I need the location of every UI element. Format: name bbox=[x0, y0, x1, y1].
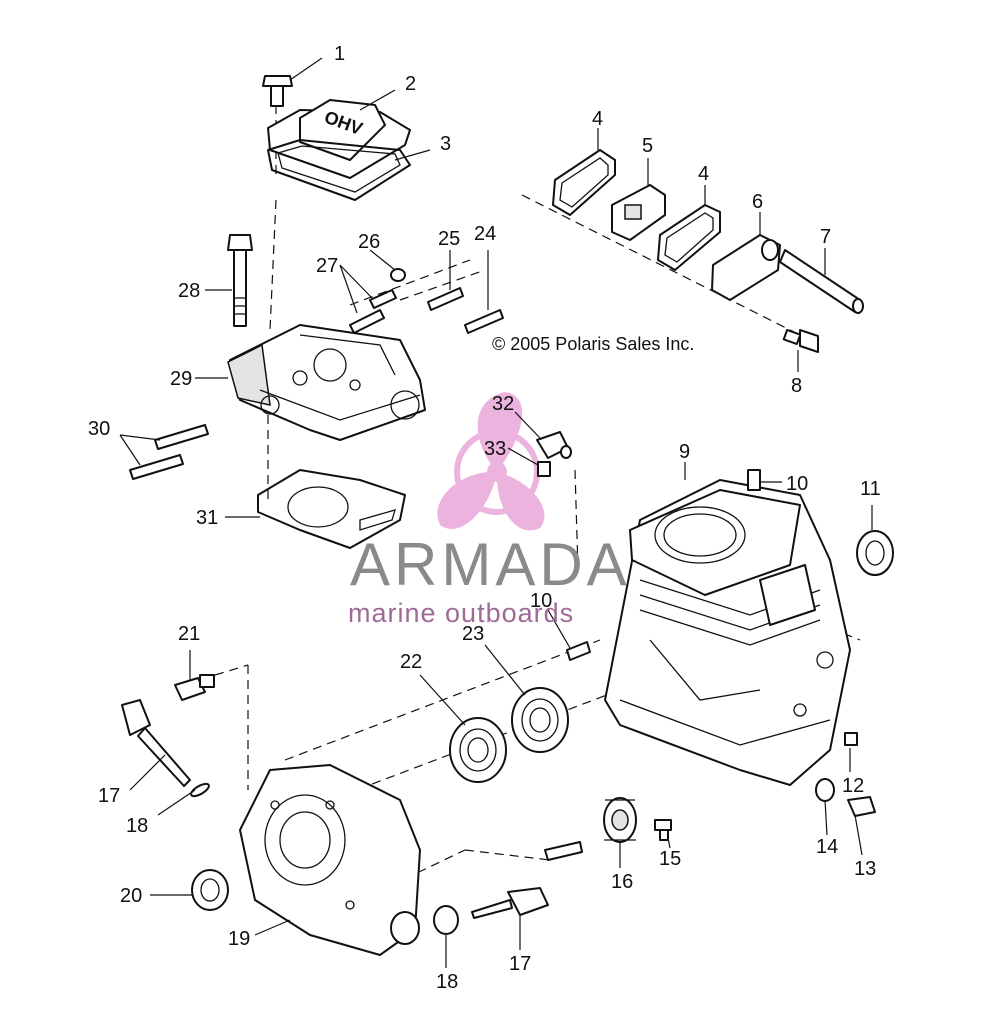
watermark-logo bbox=[437, 392, 545, 531]
part-21-plug bbox=[174, 674, 215, 701]
callout-6: 6 bbox=[752, 191, 763, 213]
watermark-tagline: marine outboards bbox=[348, 598, 574, 628]
part-8-bolt bbox=[782, 328, 819, 353]
part-14-washer bbox=[815, 778, 835, 802]
callout-9: 9 bbox=[679, 441, 690, 463]
part-31-head-gasket bbox=[257, 469, 406, 549]
callout-23: 23 bbox=[462, 623, 484, 645]
callout-labels: 1 2 3 4 5 4 6 7 8 9 10 10 11 12 13 14 15… bbox=[88, 43, 881, 993]
callout-17a: 17 bbox=[98, 785, 120, 807]
part-10-dowel-lower bbox=[566, 641, 591, 661]
callout-14: 14 bbox=[816, 836, 838, 858]
part-22-bearing bbox=[449, 717, 507, 783]
callout-15: 15 bbox=[659, 848, 681, 870]
part-18-oring-lower bbox=[433, 905, 459, 935]
callout-7: 7 bbox=[820, 226, 831, 248]
callout-2: 2 bbox=[405, 73, 416, 95]
callout-31: 31 bbox=[196, 507, 218, 529]
part-23-bearing bbox=[511, 687, 569, 753]
part-19-crankcase-cover bbox=[239, 764, 421, 956]
callout-32: 32 bbox=[492, 393, 514, 415]
part-5-breather-plate bbox=[611, 184, 666, 241]
part-4-gasket-b bbox=[657, 204, 721, 271]
callout-30: 30 bbox=[88, 418, 110, 440]
callout-21: 21 bbox=[178, 623, 200, 645]
callout-19: 19 bbox=[228, 928, 250, 950]
callout-33: 33 bbox=[484, 438, 506, 460]
callout-4a: 4 bbox=[592, 108, 603, 130]
part-6-breather-cover bbox=[711, 234, 781, 301]
part-25-stud bbox=[427, 287, 464, 311]
callout-20: 20 bbox=[120, 885, 142, 907]
part-16-gear bbox=[603, 797, 637, 843]
leader-lines bbox=[119, 57, 873, 968]
callout-25: 25 bbox=[438, 228, 460, 250]
callout-29: 29 bbox=[170, 368, 192, 390]
callout-10a: 10 bbox=[786, 473, 808, 495]
callout-5: 5 bbox=[642, 135, 653, 157]
part-15-bolt bbox=[654, 819, 672, 841]
part-30-studs bbox=[129, 424, 209, 480]
callout-4b: 4 bbox=[698, 163, 709, 185]
part-29-cylinder-head bbox=[227, 324, 426, 441]
callout-18b: 18 bbox=[436, 971, 458, 993]
copyright-notice: © 2005 Polaris Sales Inc. bbox=[492, 334, 694, 354]
part-13-drain-bolt bbox=[847, 796, 876, 817]
part-10-dowel-upper bbox=[747, 469, 761, 491]
part-1-bolt bbox=[262, 75, 293, 107]
part-28-head-bolt bbox=[227, 234, 253, 327]
callout-16: 16 bbox=[611, 871, 633, 893]
part-3-cover-gasket bbox=[267, 139, 411, 201]
part-9-crankcase bbox=[604, 479, 851, 786]
callout-12: 12 bbox=[842, 775, 864, 797]
callout-24: 24 bbox=[474, 223, 496, 245]
part-7-breather-tube bbox=[779, 249, 864, 314]
part-24-stud bbox=[464, 309, 504, 334]
callout-13: 13 bbox=[854, 858, 876, 880]
callout-18a: 18 bbox=[126, 815, 148, 837]
callout-8: 8 bbox=[791, 375, 802, 397]
part-11-oil-seal bbox=[856, 530, 894, 576]
part-2-valve-cover: OHV bbox=[267, 99, 411, 179]
callout-1: 1 bbox=[334, 43, 345, 65]
cover-stud bbox=[544, 841, 583, 861]
part-17-dipstick-upper bbox=[121, 699, 191, 787]
part-18-oring-upper bbox=[190, 782, 210, 798]
part-32-elbow-fitting bbox=[536, 431, 572, 459]
callout-27: 27 bbox=[316, 255, 338, 277]
callout-28: 28 bbox=[178, 280, 200, 302]
callout-17b: 17 bbox=[509, 953, 531, 975]
part-20-oil-seal bbox=[191, 869, 229, 911]
part-4-gasket-a bbox=[552, 149, 616, 216]
part-33-nipple bbox=[537, 461, 551, 477]
part-26-cap bbox=[390, 268, 406, 282]
part-17-dipstick-lower bbox=[471, 887, 549, 919]
callout-22: 22 bbox=[400, 651, 422, 673]
callout-3: 3 bbox=[440, 133, 451, 155]
part-12-plug bbox=[844, 732, 858, 746]
watermark-brand: ARMADA bbox=[350, 531, 631, 598]
callout-11: 11 bbox=[860, 478, 881, 500]
part-27-pushrods bbox=[349, 289, 397, 334]
callout-10b: 10 bbox=[530, 590, 552, 612]
callout-26: 26 bbox=[358, 231, 380, 253]
